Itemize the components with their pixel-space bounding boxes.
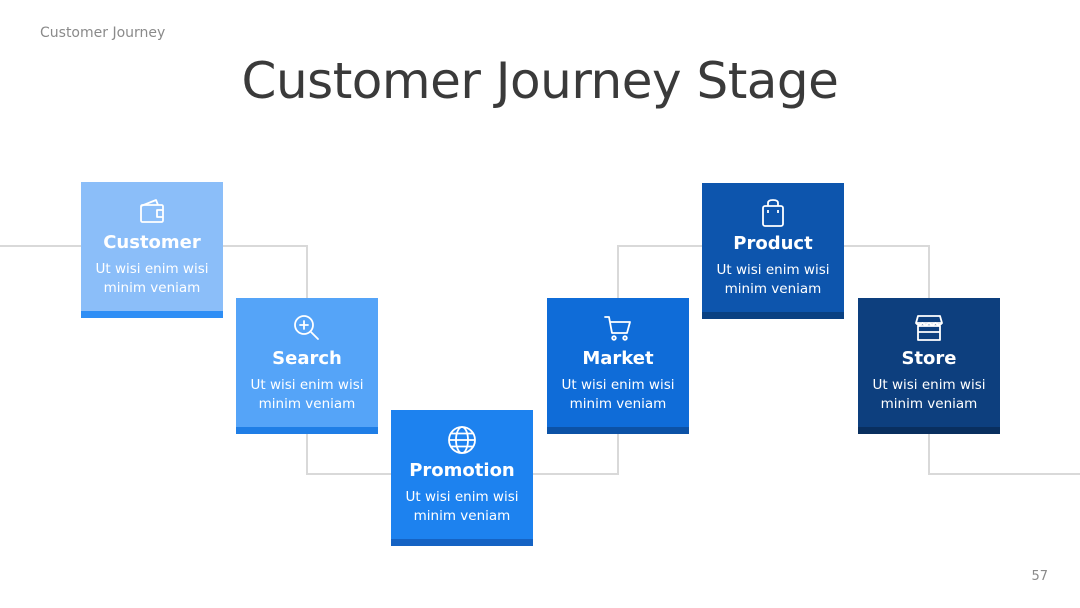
stage-bar <box>858 427 1000 434</box>
stage-customer: Customer Ut wisi enim wisi minim veniam <box>81 182 223 318</box>
stage-bar <box>702 312 844 319</box>
stage-bar <box>547 427 689 434</box>
stage-bar <box>81 311 223 318</box>
stage-promotion: Promotion Ut wisi enim wisi minim veniam <box>391 410 533 546</box>
wallet-icon <box>136 196 168 228</box>
globe-icon <box>446 424 478 456</box>
cart-icon <box>602 312 634 344</box>
stage-name: Market <box>582 348 654 369</box>
stage-market: Market Ut wisi enim wisi minim veniam <box>547 298 689 434</box>
connector-market-product <box>617 245 702 298</box>
stage-name: Product <box>733 233 813 254</box>
stage-description: Ut wisi enim wisi minim veniam <box>716 262 830 297</box>
stage-description: Ut wisi enim wisi minim veniam <box>872 377 986 412</box>
connector-search-promotion <box>306 434 391 475</box>
stage-description: Ut wisi enim wisi minim veniam <box>561 377 675 412</box>
stage-description: Ut wisi enim wisi minim veniam <box>405 489 519 524</box>
connector-customer-search <box>223 245 308 298</box>
stage-product: Product Ut wisi enim wisi minim veniam <box>702 183 844 319</box>
connector-right <box>928 434 1080 475</box>
stage-description: Ut wisi enim wisi minim veniam <box>95 261 209 296</box>
connector-promotion-market <box>533 434 619 475</box>
stage-description: Ut wisi enim wisi minim veniam <box>250 377 364 412</box>
stage-bar <box>391 539 533 546</box>
stage-name: Search <box>272 348 342 369</box>
store-icon <box>913 312 945 344</box>
stage-search: Search Ut wisi enim wisi minim veniam <box>236 298 378 434</box>
page-title: Customer Journey Stage <box>241 52 839 110</box>
page-number: 57 <box>1031 569 1048 584</box>
stage-name: Store <box>901 348 957 369</box>
stage-bar <box>236 427 378 434</box>
connector-product-store <box>844 245 930 298</box>
search-icon <box>291 312 323 344</box>
section-label: Customer Journey <box>40 25 166 41</box>
stage-store: Store Ut wisi enim wisi minim veniam <box>858 298 1000 434</box>
stage-name: Customer <box>103 232 201 253</box>
stage-name: Promotion <box>409 460 515 481</box>
bag-icon <box>757 197 789 229</box>
